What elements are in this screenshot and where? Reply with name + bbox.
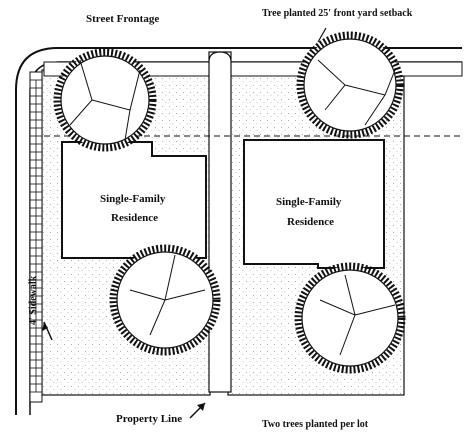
- tree-front-left: [53, 48, 157, 152]
- setback-note-label: Tree planted 25' front yard setback: [262, 8, 413, 19]
- right-residence-footprint: [243, 139, 385, 269]
- trees-per-lot-label: Two trees planted per lot: [262, 419, 369, 430]
- driveway: [208, 51, 232, 393]
- tree-rear-right: [294, 262, 406, 374]
- right-residence-label-line2: Residence: [287, 216, 335, 228]
- left-residence-label-line2: Residence: [111, 212, 159, 224]
- tree-front-right: [296, 31, 404, 139]
- street-curb-line: [15, 47, 462, 415]
- property-line-arrow: [189, 402, 206, 419]
- setback-arrow: [317, 27, 327, 43]
- property-line-label: Property Line: [116, 413, 183, 425]
- sidewalk-arrow: [42, 321, 53, 341]
- right-residence-label-line1: Single-Family: [276, 196, 342, 208]
- left-residence-footprint: [61, 141, 207, 259]
- tree-rear-left: [109, 244, 221, 356]
- left-residence-label-line1: Single-Family: [100, 193, 166, 205]
- sidewalk-strip: [29, 71, 43, 403]
- street-frontage-label: Street Frontage: [86, 13, 160, 25]
- sidewalk-label: 4' Sidewalk: [28, 275, 39, 325]
